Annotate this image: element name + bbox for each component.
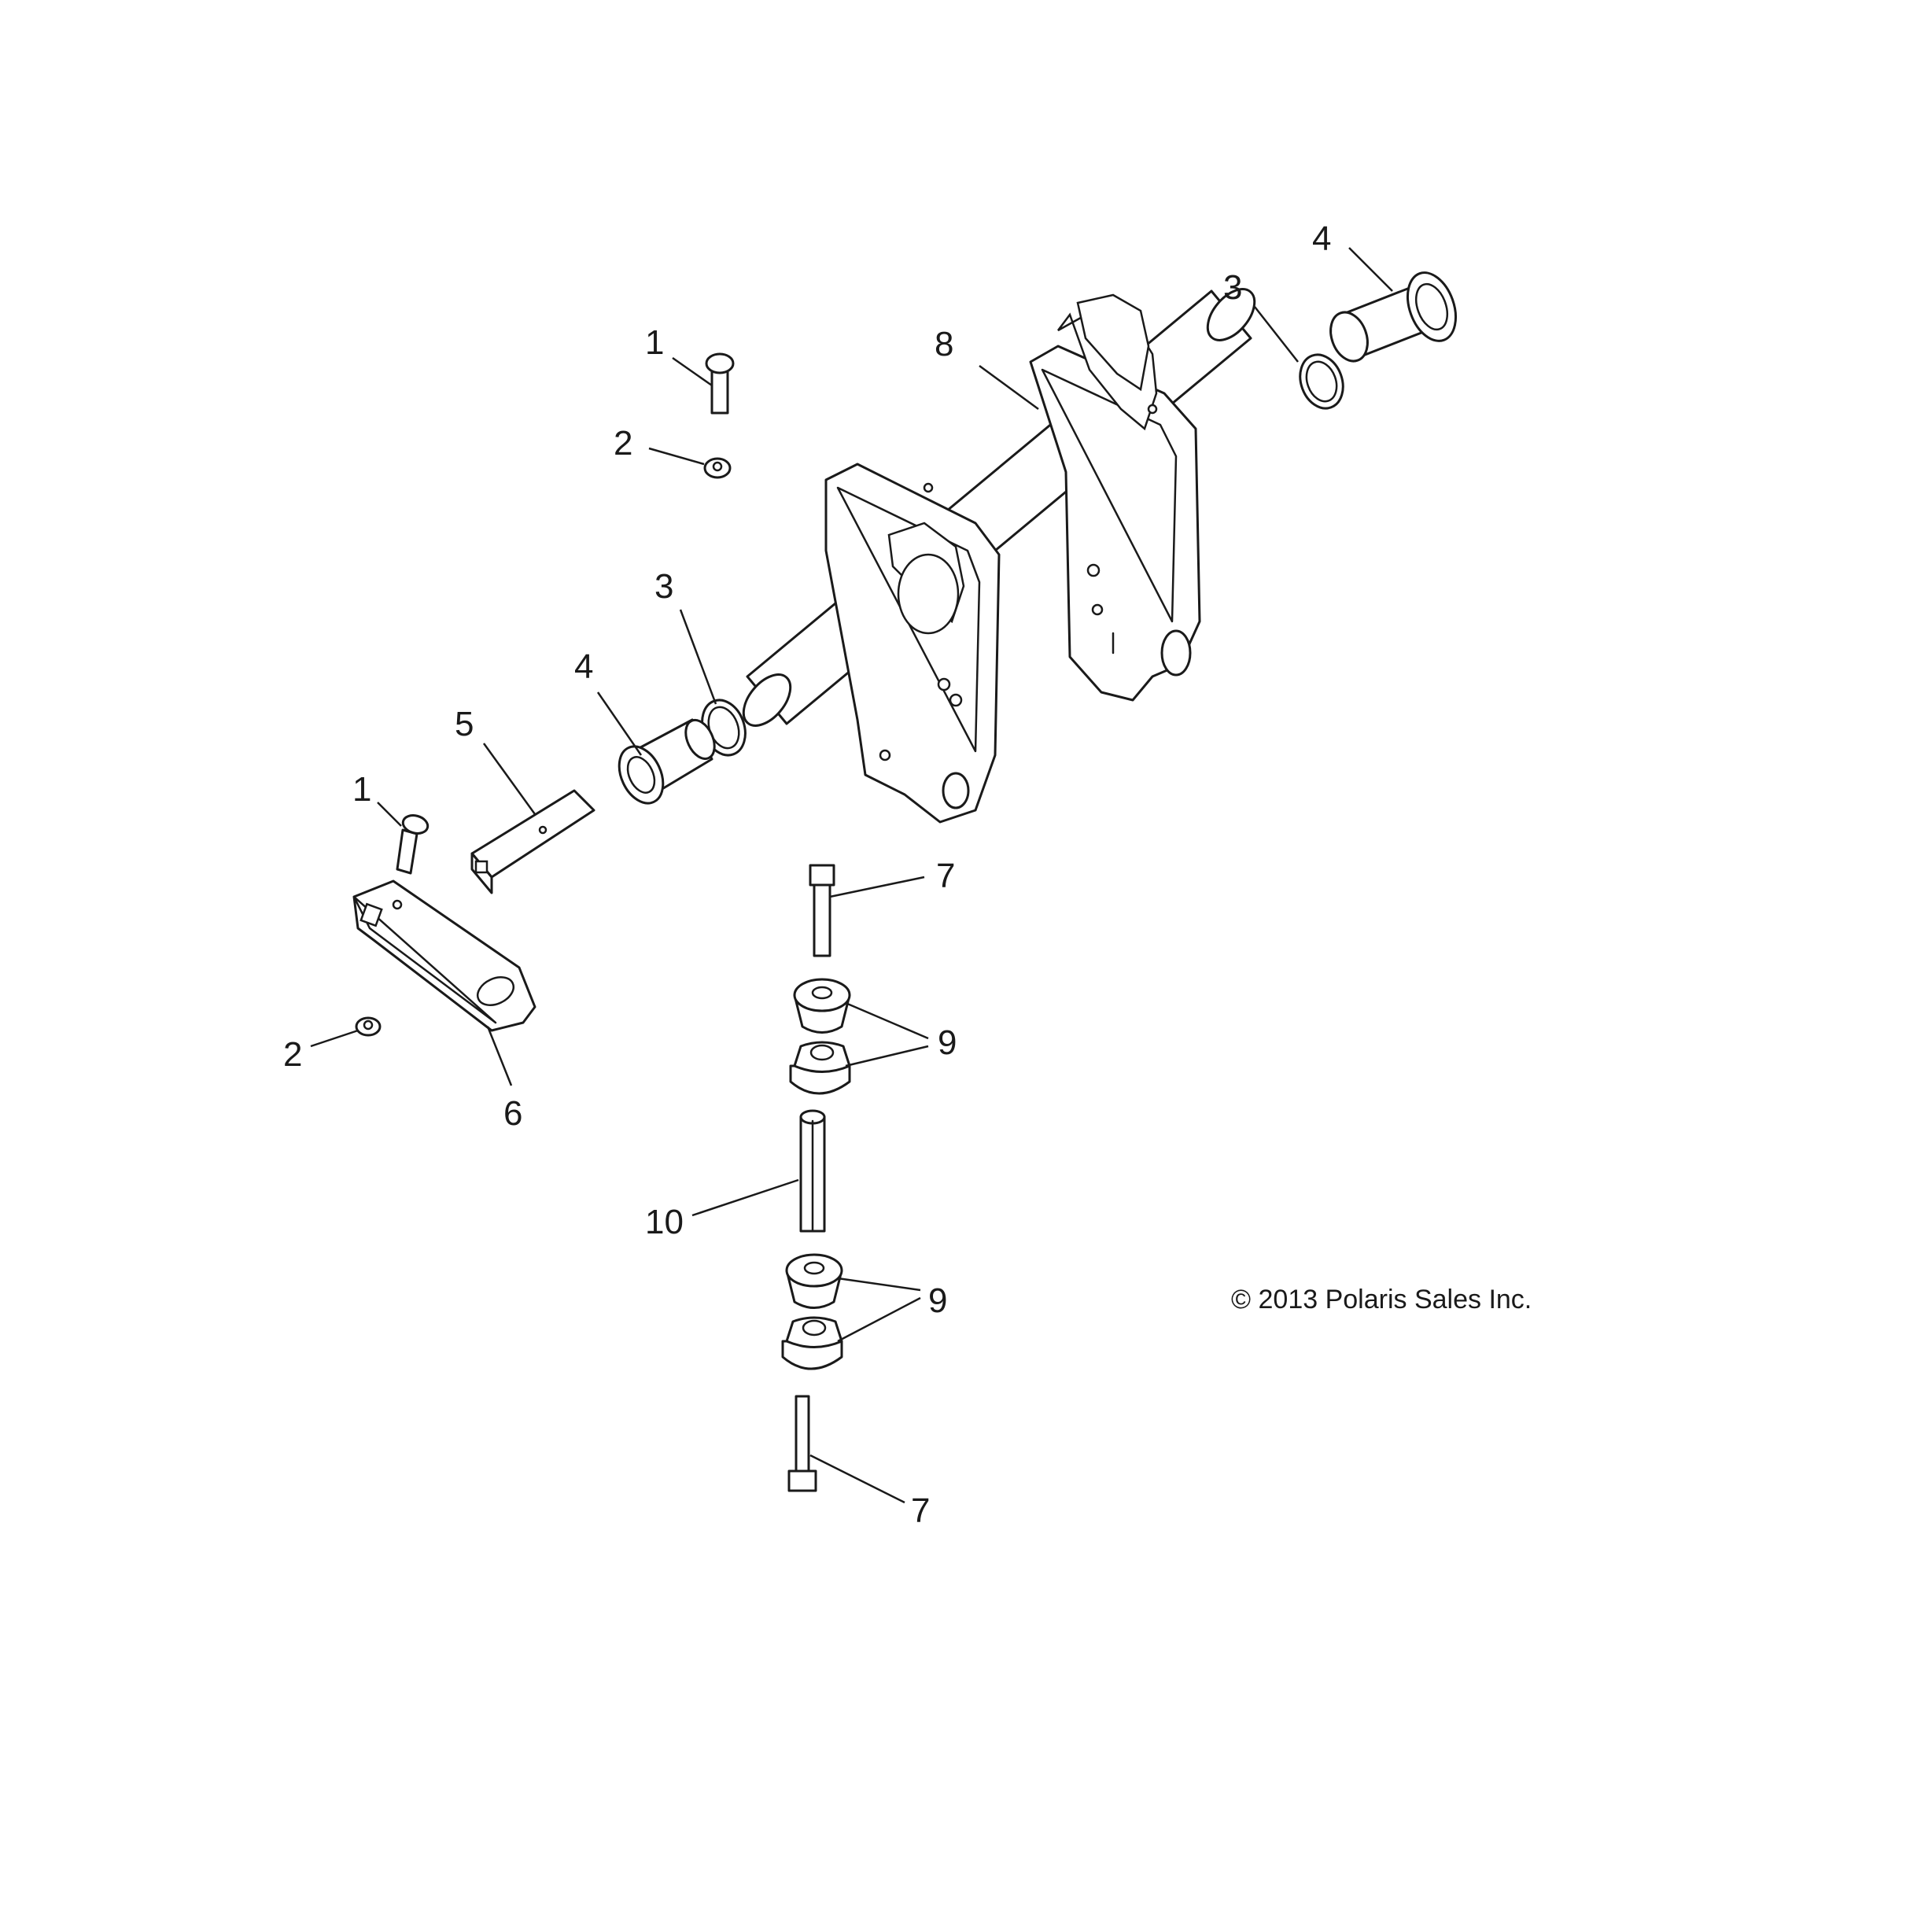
bracket-rear (1029, 293, 1201, 702)
callout-4-left: 4 (574, 647, 593, 686)
callout-1-top: 1 (645, 323, 664, 362)
spacer-tube (799, 1109, 826, 1233)
callout-8: 8 (935, 325, 953, 363)
callout-7-top: 7 (936, 857, 955, 895)
square-shaft (470, 789, 595, 894)
bolt-vertical-bottom (787, 1395, 817, 1492)
nut-top (703, 457, 732, 479)
bushing-rubber-4 (781, 1316, 843, 1370)
callout-1-left: 1 (352, 770, 371, 809)
callout-10: 10 (645, 1203, 684, 1241)
nut-left (355, 1016, 382, 1037)
callout-4-right: 4 (1312, 219, 1331, 258)
callout-3-left: 3 (654, 567, 673, 606)
bushing-rubber-1 (793, 978, 851, 1034)
bolt-vertical-top (809, 864, 835, 957)
bolt-top (705, 352, 735, 415)
copyright-notice: © 2013 Polaris Sales Inc. (1231, 1285, 1532, 1314)
oring-right (1299, 353, 1344, 410)
bracket-front (824, 463, 1001, 824)
callout-9-top: 9 (938, 1023, 957, 1062)
bushing-rubber-2 (789, 1041, 851, 1095)
callout-2-top: 2 (614, 424, 632, 463)
callout-9-bottom: 9 (928, 1281, 947, 1320)
callout-3-right: 3 (1223, 268, 1242, 307)
bushing-right (1329, 271, 1457, 363)
callout-2-left: 2 (283, 1035, 302, 1074)
callout-7-bottom: 7 (911, 1491, 930, 1530)
callout-5: 5 (455, 705, 474, 743)
callout-6: 6 (503, 1094, 522, 1133)
bushing-rubber-3 (785, 1253, 843, 1309)
bolt-left (396, 814, 430, 875)
lever-arm (352, 879, 536, 1032)
leader-lines (310, 247, 1393, 1504)
bushing-left (618, 718, 716, 805)
